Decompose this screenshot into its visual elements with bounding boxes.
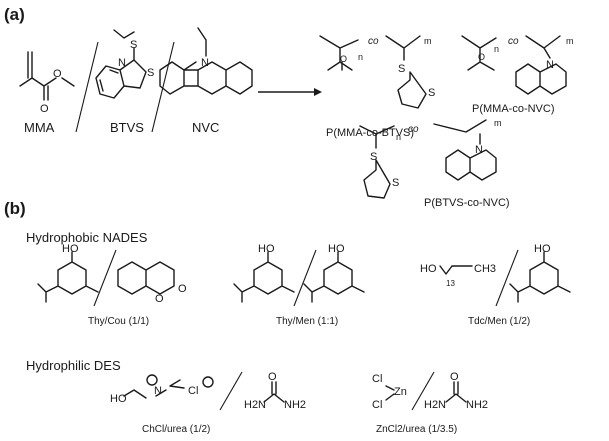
pbtvs-co-nvc-structure: S S n co N m — [359, 118, 502, 199]
reaction-arrowhead — [314, 88, 322, 96]
hydrophobic-title: Hydrophobic NADES — [26, 230, 148, 245]
zncl2-cl2-label: Cl — [372, 399, 382, 411]
pmb-m-subscript: m — [424, 36, 432, 46]
tdc-ho-label: HO — [420, 263, 437, 275]
urea1-o-label: O — [268, 371, 277, 383]
chcl-urea-label: ChCl/urea (1/2) — [142, 424, 210, 435]
pbn-n-label: N — [475, 144, 483, 156]
zncl2-urea-label: ZnCl2/urea (1/3.5) — [376, 424, 457, 435]
separator-line — [293, 249, 317, 307]
btvs-ring-s-label: S — [147, 67, 154, 79]
thy-cou-label: Thy/Cou (1/1) — [88, 316, 149, 327]
tdc-ch3-label: CH3 — [474, 263, 496, 275]
zncl2-zn-label: Zn — [394, 386, 407, 398]
pmma-co-nvc-label: P(MMA-co-NVC) — [472, 103, 555, 115]
tetradecanol-structure: HO CH3 13 — [420, 263, 496, 288]
separator-line — [75, 41, 99, 133]
chcl-cl-label: Cl — [188, 385, 198, 397]
chcl-ho-label: HO — [110, 393, 127, 405]
thymol-structure-2: HO — [233, 243, 295, 303]
pbtvs-co-nvc-label: P(BTVS-co-NVC) — [424, 197, 510, 209]
thy-men-label: Thy/Men (1:1) — [276, 316, 338, 327]
separator-line — [411, 371, 435, 411]
pmb-co-text: co — [368, 36, 379, 47]
separator-line — [93, 249, 117, 307]
pmma-co-btvs-structure: O n co S S m — [319, 35, 435, 109]
panel-b-label: (b) — [4, 199, 26, 218]
nvc-structure: N — [159, 27, 253, 95]
cou-carbonyl-o: O — [178, 283, 187, 295]
mma-ester-oxygen-label: O — [53, 68, 62, 80]
thy1-ho-label: HO — [62, 243, 79, 255]
tdc-13-subscript: 13 — [446, 279, 455, 288]
urea-structure-1: O H2N NH2 — [244, 371, 306, 411]
btvs-n-label: N — [118, 57, 126, 69]
thymol-structure-1: HO — [37, 243, 99, 303]
pbn-m-subscript: m — [494, 118, 502, 128]
pmb-carbonyl-o: O — [340, 54, 347, 64]
separator-line — [219, 371, 243, 411]
btvs-structure: S S N — [95, 29, 154, 99]
choline-chloride-structure: HO N Cl — [110, 374, 214, 405]
pmma-co-nvc-structure: O n co N m — [461, 35, 574, 95]
mma-label: MMA — [24, 120, 55, 135]
urea1-h2n-label: H2N — [244, 399, 266, 411]
nvc-label: NVC — [192, 120, 219, 135]
mma-structure: O O — [19, 51, 75, 115]
men2-ho-label: HO — [534, 243, 551, 255]
urea2-nh2-label: NH2 — [466, 399, 488, 411]
pmn-n-subscript: n — [494, 44, 499, 54]
menthol-structure-1: HO — [303, 243, 365, 303]
urea2-o-label: O — [450, 371, 459, 383]
pbn-co-text: co — [408, 124, 419, 135]
nvc-n-label: N — [201, 57, 209, 69]
positive-charge-icon — [146, 374, 158, 386]
btvs-s-label: S — [130, 39, 137, 51]
hydrophilic-title: Hydrophilic DES — [26, 358, 121, 373]
pmb-ring-s-label: S — [428, 87, 435, 99]
pmb-n-subscript: n — [358, 52, 363, 62]
tdc-men-label: Tdc/Men (1/2) — [468, 316, 530, 327]
cou-ring-o: O — [155, 293, 164, 305]
pmn-m-subscript: m — [566, 36, 574, 46]
pmn-n-label: N — [546, 59, 554, 71]
pmn-carbonyl-o: O — [478, 52, 485, 62]
separator-line — [495, 249, 519, 307]
zncl2-structure: Cl Cl Zn — [372, 373, 407, 411]
btvs-label: BTVS — [110, 120, 144, 135]
negative-charge-icon — [202, 376, 214, 388]
urea1-nh2-label: NH2 — [284, 399, 306, 411]
pbn-ring-s-label: S — [392, 177, 399, 189]
urea-structure-2: O H2N NH2 — [424, 371, 488, 411]
urea2-h2n-label: H2N — [424, 399, 446, 411]
zncl2-cl1-label: Cl — [372, 373, 382, 385]
mma-oxygen-label: O — [40, 103, 49, 115]
men1-ho-label: HO — [328, 243, 345, 255]
pmma-co-btvs-label: P(MMA-co-BTVS) — [326, 127, 414, 139]
panel-a-label: (a) — [4, 5, 25, 24]
pbn-n-subscript: n — [396, 132, 401, 142]
pmn-co-text: co — [508, 36, 519, 47]
coumarin-structure: O O — [117, 261, 187, 305]
separator-line — [151, 41, 175, 133]
pbn-s-label: S — [370, 151, 377, 163]
menthol-structure-2: HO — [509, 243, 571, 303]
thy2-ho-label: HO — [258, 243, 275, 255]
pmb-s-label: S — [398, 63, 405, 75]
chcl-n-label: N — [154, 385, 162, 397]
